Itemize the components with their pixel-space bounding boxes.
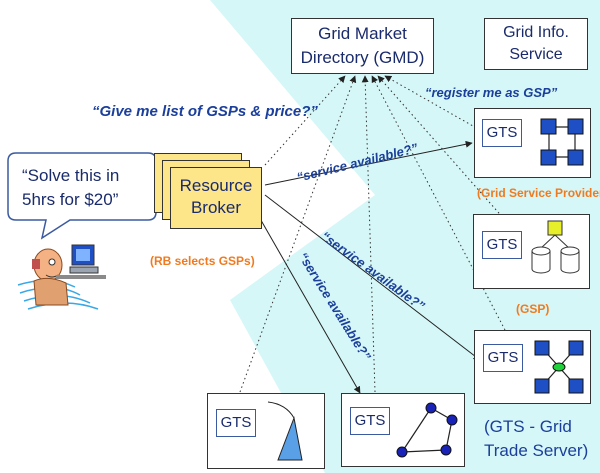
msg-register: “register me as GSP” — [425, 85, 558, 100]
arrow-broker-gsp3 — [264, 194, 481, 361]
gts-bottom1-box: GTS — [207, 393, 325, 469]
gsp2-box: GTS — [473, 214, 590, 289]
msg-give-list: “Give me list of GSPs & price?” — [92, 103, 318, 120]
resource-broker-box: Resource Broker — [170, 167, 262, 229]
gsp-full-label: (Grid Service Provider — [477, 186, 600, 200]
arrow-broker-gts2 — [257, 214, 361, 394]
gsp1-box: GTS — [474, 108, 591, 178]
dotted-gsp3-gmd — [371, 75, 506, 331]
speech-line2: 5hrs for $20” — [22, 190, 119, 209]
gts-bottom1-label: GTS — [216, 409, 256, 437]
dotted-gsp2-gmd — [377, 75, 506, 221]
gsp-short-label: (GSP) — [516, 302, 550, 316]
gts-note-line2: Trade Server) — [484, 441, 589, 460]
dotted-gts1-gmd — [239, 75, 357, 393]
gts-bottom2-triangle-network-icon — [396, 402, 458, 458]
gsp3-box: GTS — [474, 330, 591, 404]
gis-line2: Service — [509, 46, 563, 63]
rb-selects-label: (RB selects GSPs) — [150, 254, 255, 268]
gsp1-network-icon — [540, 118, 584, 166]
gts-bottom2-label: GTS — [350, 407, 390, 435]
broker-line1: Resource — [179, 176, 253, 195]
dotted-gts2-gmd — [361, 75, 376, 393]
gmd-box: Grid Market Directory (GMD) — [291, 18, 434, 74]
gsp3-star-network-icon — [534, 340, 584, 394]
grid-info-service-box: Grid Info. Service — [484, 18, 588, 70]
dotted-broker-gmd — [264, 75, 346, 166]
speech-line1: “Solve this in — [22, 166, 120, 185]
gmd-line1: Grid Market — [318, 24, 407, 43]
gts-note-line1: (GTS - Grid — [484, 417, 572, 436]
msg-service-gsp1: “service available?” — [295, 140, 420, 185]
gsp3-gts-label: GTS — [483, 344, 523, 372]
user-computer-illustration — [17, 244, 106, 310]
broker-line2: Broker — [190, 198, 242, 217]
gmd-line2: Directory (GMD) — [300, 48, 425, 67]
speech-text: “Solve this in 5hrs for $20” — [22, 164, 152, 212]
gts-bottom1-cone-icon — [267, 401, 303, 461]
gis-line1: Grid Info. — [503, 24, 569, 41]
gsp1-gts-label: GTS — [482, 119, 522, 147]
arrow-broker-gsp1 — [264, 140, 473, 186]
dotted-gsp1-gmd — [384, 75, 481, 131]
gsp2-database-icon — [531, 220, 580, 274]
gts-bottom2-box: GTS — [341, 393, 465, 467]
gsp2-gts-label: GTS — [482, 231, 522, 259]
gts-note: (GTS - Grid Trade Server) — [484, 415, 588, 463]
